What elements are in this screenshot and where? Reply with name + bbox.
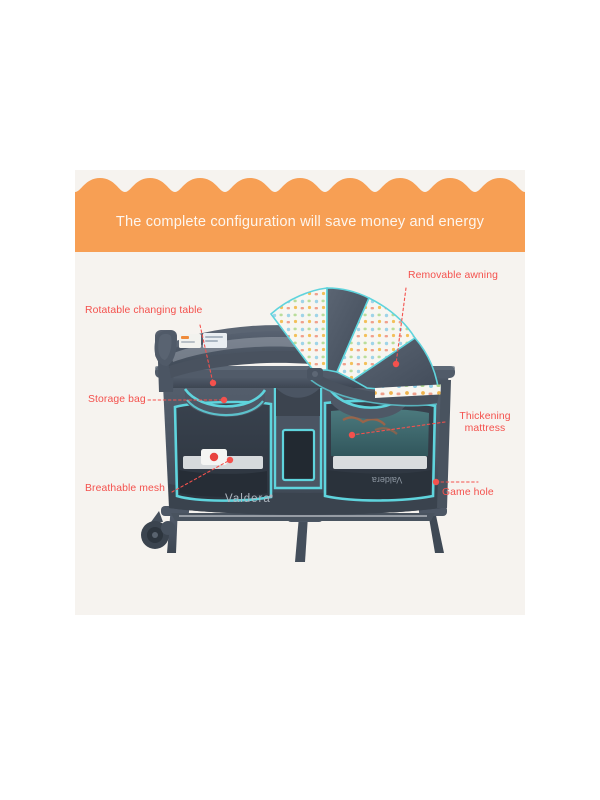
callout-label-game-hole: Game hole — [442, 487, 494, 498]
breathable-mesh-panel — [173, 400, 273, 502]
brand-mark: Valdera — [225, 493, 271, 505]
storage-column — [273, 384, 323, 490]
callout-label-storage-bag: Storage bag — [88, 394, 146, 405]
brand-mark-inner: Valdera — [372, 475, 402, 485]
infographic-card: The complete configuration will save mon… — [75, 170, 525, 615]
callout-label-breathable-mesh: Breathable mesh — [85, 483, 166, 494]
banner-wave-shape — [75, 178, 525, 252]
banner-headline: The complete configuration will save mon… — [115, 214, 485, 230]
callout-label-removable-awning: Removable awning — [408, 270, 498, 281]
headline-banner: The complete configuration will save mon… — [75, 170, 525, 258]
callout-label-thickening-mattress: Thickening mattress — [459, 411, 511, 435]
caster-wheel — [141, 511, 175, 549]
storage-bag — [183, 388, 267, 417]
playard-illustration: Valdera — [141, 287, 455, 562]
callout-label-rotatable-changing-table: Rotatable changing table — [85, 305, 203, 316]
